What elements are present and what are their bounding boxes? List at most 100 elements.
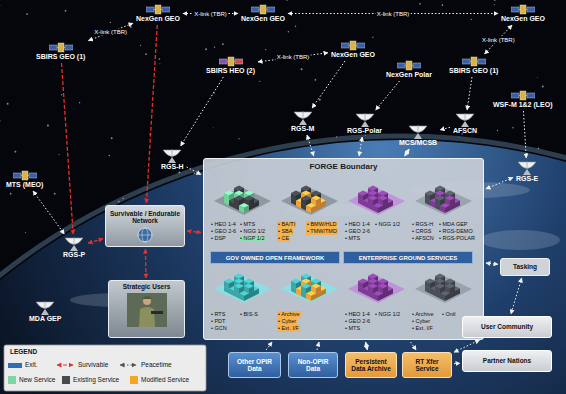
decoration [348,274,405,304]
decoration [445,294,450,302]
decoration [291,193,296,201]
service-item: • CRGS [411,228,432,235]
legend-item: Modified Service [130,376,189,384]
service-band: ENTERPRISE GROUND SERVICES [343,251,473,264]
decoration [145,53,147,55]
node-label: MCS/MCSB [399,139,437,147]
decoration [363,289,368,297]
node-label: MDA GEP [29,315,61,323]
decoration [527,93,535,98]
legend-text: Peacetime [141,361,172,369]
legend-item: Peacetime [118,361,172,369]
decoration [306,294,311,302]
decoration [372,37,373,38]
decoration [301,198,306,206]
decoration [281,275,338,303]
decoration [14,151,16,153]
legend-title: LEGEND [9,348,38,356]
decoration [214,187,271,215]
decoration [316,198,321,206]
decoration [111,137,113,139]
decoration [259,81,260,82]
decoration [79,102,80,103]
service-item: • Ext. I/F [411,325,434,332]
dish-icon [454,112,476,127]
decoration [205,48,207,50]
decoration [36,302,54,309]
decoration [430,289,435,297]
node-label: SBIRS HEO (2) [206,67,255,75]
decoration [440,206,445,214]
survivable-link [61,63,73,234]
decoration [138,234,152,235]
decoration [130,26,132,28]
decoration [363,201,368,209]
decoration [356,114,374,121]
decoration [286,0,287,1]
service-item: • MTS [344,325,361,332]
decoration [536,77,538,79]
decoration [139,307,155,327]
decoration [61,94,62,95]
service-item: • MTS [239,221,256,228]
decoration [254,201,259,209]
service-item: • Ext. I/F [277,325,300,332]
decoration [214,46,215,47]
decoration [219,59,227,64]
ground-station-node: RGS-P [62,236,86,259]
decoration [58,43,64,52]
satellite-icon [13,170,37,181]
node-label: RT Xfer Service [406,358,448,373]
decoration [172,149,173,156]
satellite-node: SBIRS HEO (2) [205,56,256,75]
atmosphere [0,136,566,394]
service-item: • RGS-DEMO [438,228,474,235]
process-box: User Community [462,316,552,338]
decoration [45,301,46,308]
decoration [497,130,498,131]
peacetime-link [405,149,410,156]
service-item: • NGG 1/2 [239,228,266,235]
decoration [413,63,421,68]
decoration [450,198,455,206]
decoration [409,126,427,133]
decoration [311,206,316,214]
peacetime-link [317,342,319,350]
peacetime-link [454,363,460,364]
decoration [168,157,176,163]
service-item: • Cyber [277,318,297,325]
service-item: • Archive [411,311,435,318]
decoration [358,193,363,201]
decoration [47,125,49,127]
peacetime-link [486,263,498,264]
link-label: X-link (TBR) [193,10,228,17]
node-label: RGS-P [63,251,85,259]
link-label: X-link (TBR) [93,28,128,35]
decoration [249,286,254,294]
process-box: Survivable / Endurable Network [105,205,185,247]
ground-station-node: RGS-Polar [346,112,383,135]
decoration [214,275,271,303]
process-box: Other OPIR Data [228,352,281,378]
decoration [229,289,234,297]
legend-line-sample [118,362,138,368]
decoration [142,296,152,299]
decoration [368,286,373,294]
ground-station-node: MDA GEP [28,300,62,323]
process-box: Tasking [500,258,550,276]
decoration [294,112,312,119]
decoration [239,206,244,214]
dish-icon [34,300,56,315]
decoration [151,311,163,314]
decoration [440,294,445,302]
decoration [445,206,450,214]
decoration [435,286,440,294]
earth [0,140,566,394]
node-label: SBIRS GEO (1) [36,53,85,61]
decoration [430,201,435,209]
service-item: • HEO 1-4 [344,311,371,318]
node-label: SBIRS GEO (1) [449,67,498,75]
legend-line-sample [55,362,75,368]
decoration [138,228,152,242]
satellite-icon [146,4,170,15]
